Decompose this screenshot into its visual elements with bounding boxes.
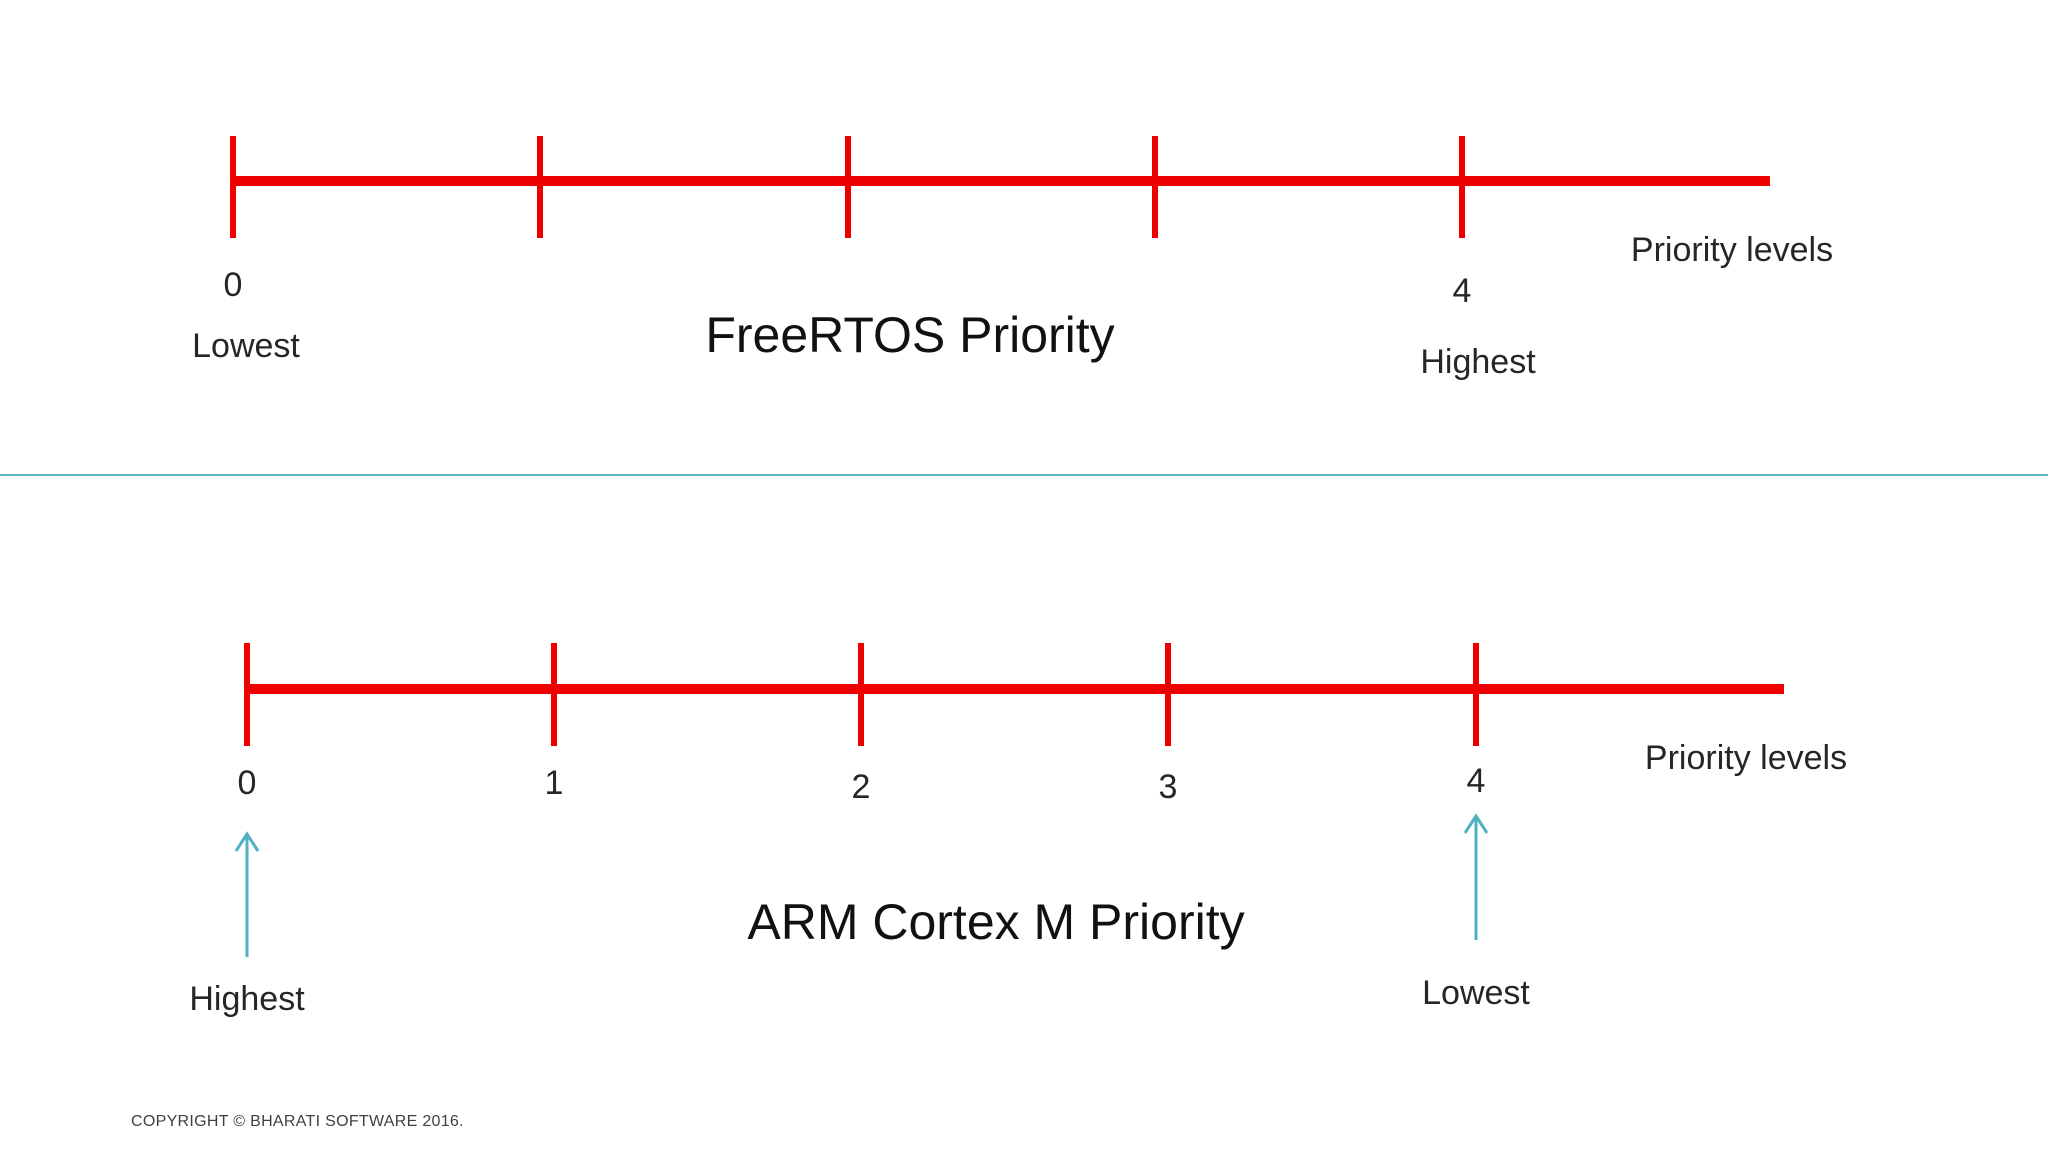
freertos-title: FreeRTOS Priority	[705, 307, 1114, 363]
freertos-highest-label: Highest	[1420, 343, 1536, 381]
arm-highest-label: Highest	[189, 980, 305, 1018]
freertos-lowest-label: Lowest	[192, 327, 300, 365]
freertos-priority-diagram: 0 4 Lowest Highest Priority levels FreeR…	[192, 136, 1833, 381]
arm-tick-label-2: 2	[852, 768, 871, 806]
freertos-tick-label-4: 4	[1453, 272, 1472, 310]
freertos-axis-label: Priority levels	[1631, 231, 1833, 269]
arm-cortex-title: ARM Cortex M Priority	[747, 894, 1244, 950]
arm-tick-label-1: 1	[545, 764, 564, 802]
arm-axis-label: Priority levels	[1645, 739, 1847, 777]
arm-lowest-label: Lowest	[1422, 974, 1530, 1012]
arm-tick-label-0: 0	[238, 764, 257, 802]
arm-tick-label-4: 4	[1467, 762, 1486, 800]
copyright-notice: COPYRIGHT © BHARATI SOFTWARE 2016.	[131, 1113, 464, 1130]
up-arrow-icon	[1463, 813, 1489, 940]
up-arrow-icon	[234, 831, 260, 957]
arm-tick-label-3: 3	[1159, 768, 1178, 806]
arm-cortex-priority-diagram: 0 1 2 3 4 Priority levels Highest Lowest…	[189, 643, 1847, 1018]
freertos-tick-label-0: 0	[224, 266, 243, 304]
